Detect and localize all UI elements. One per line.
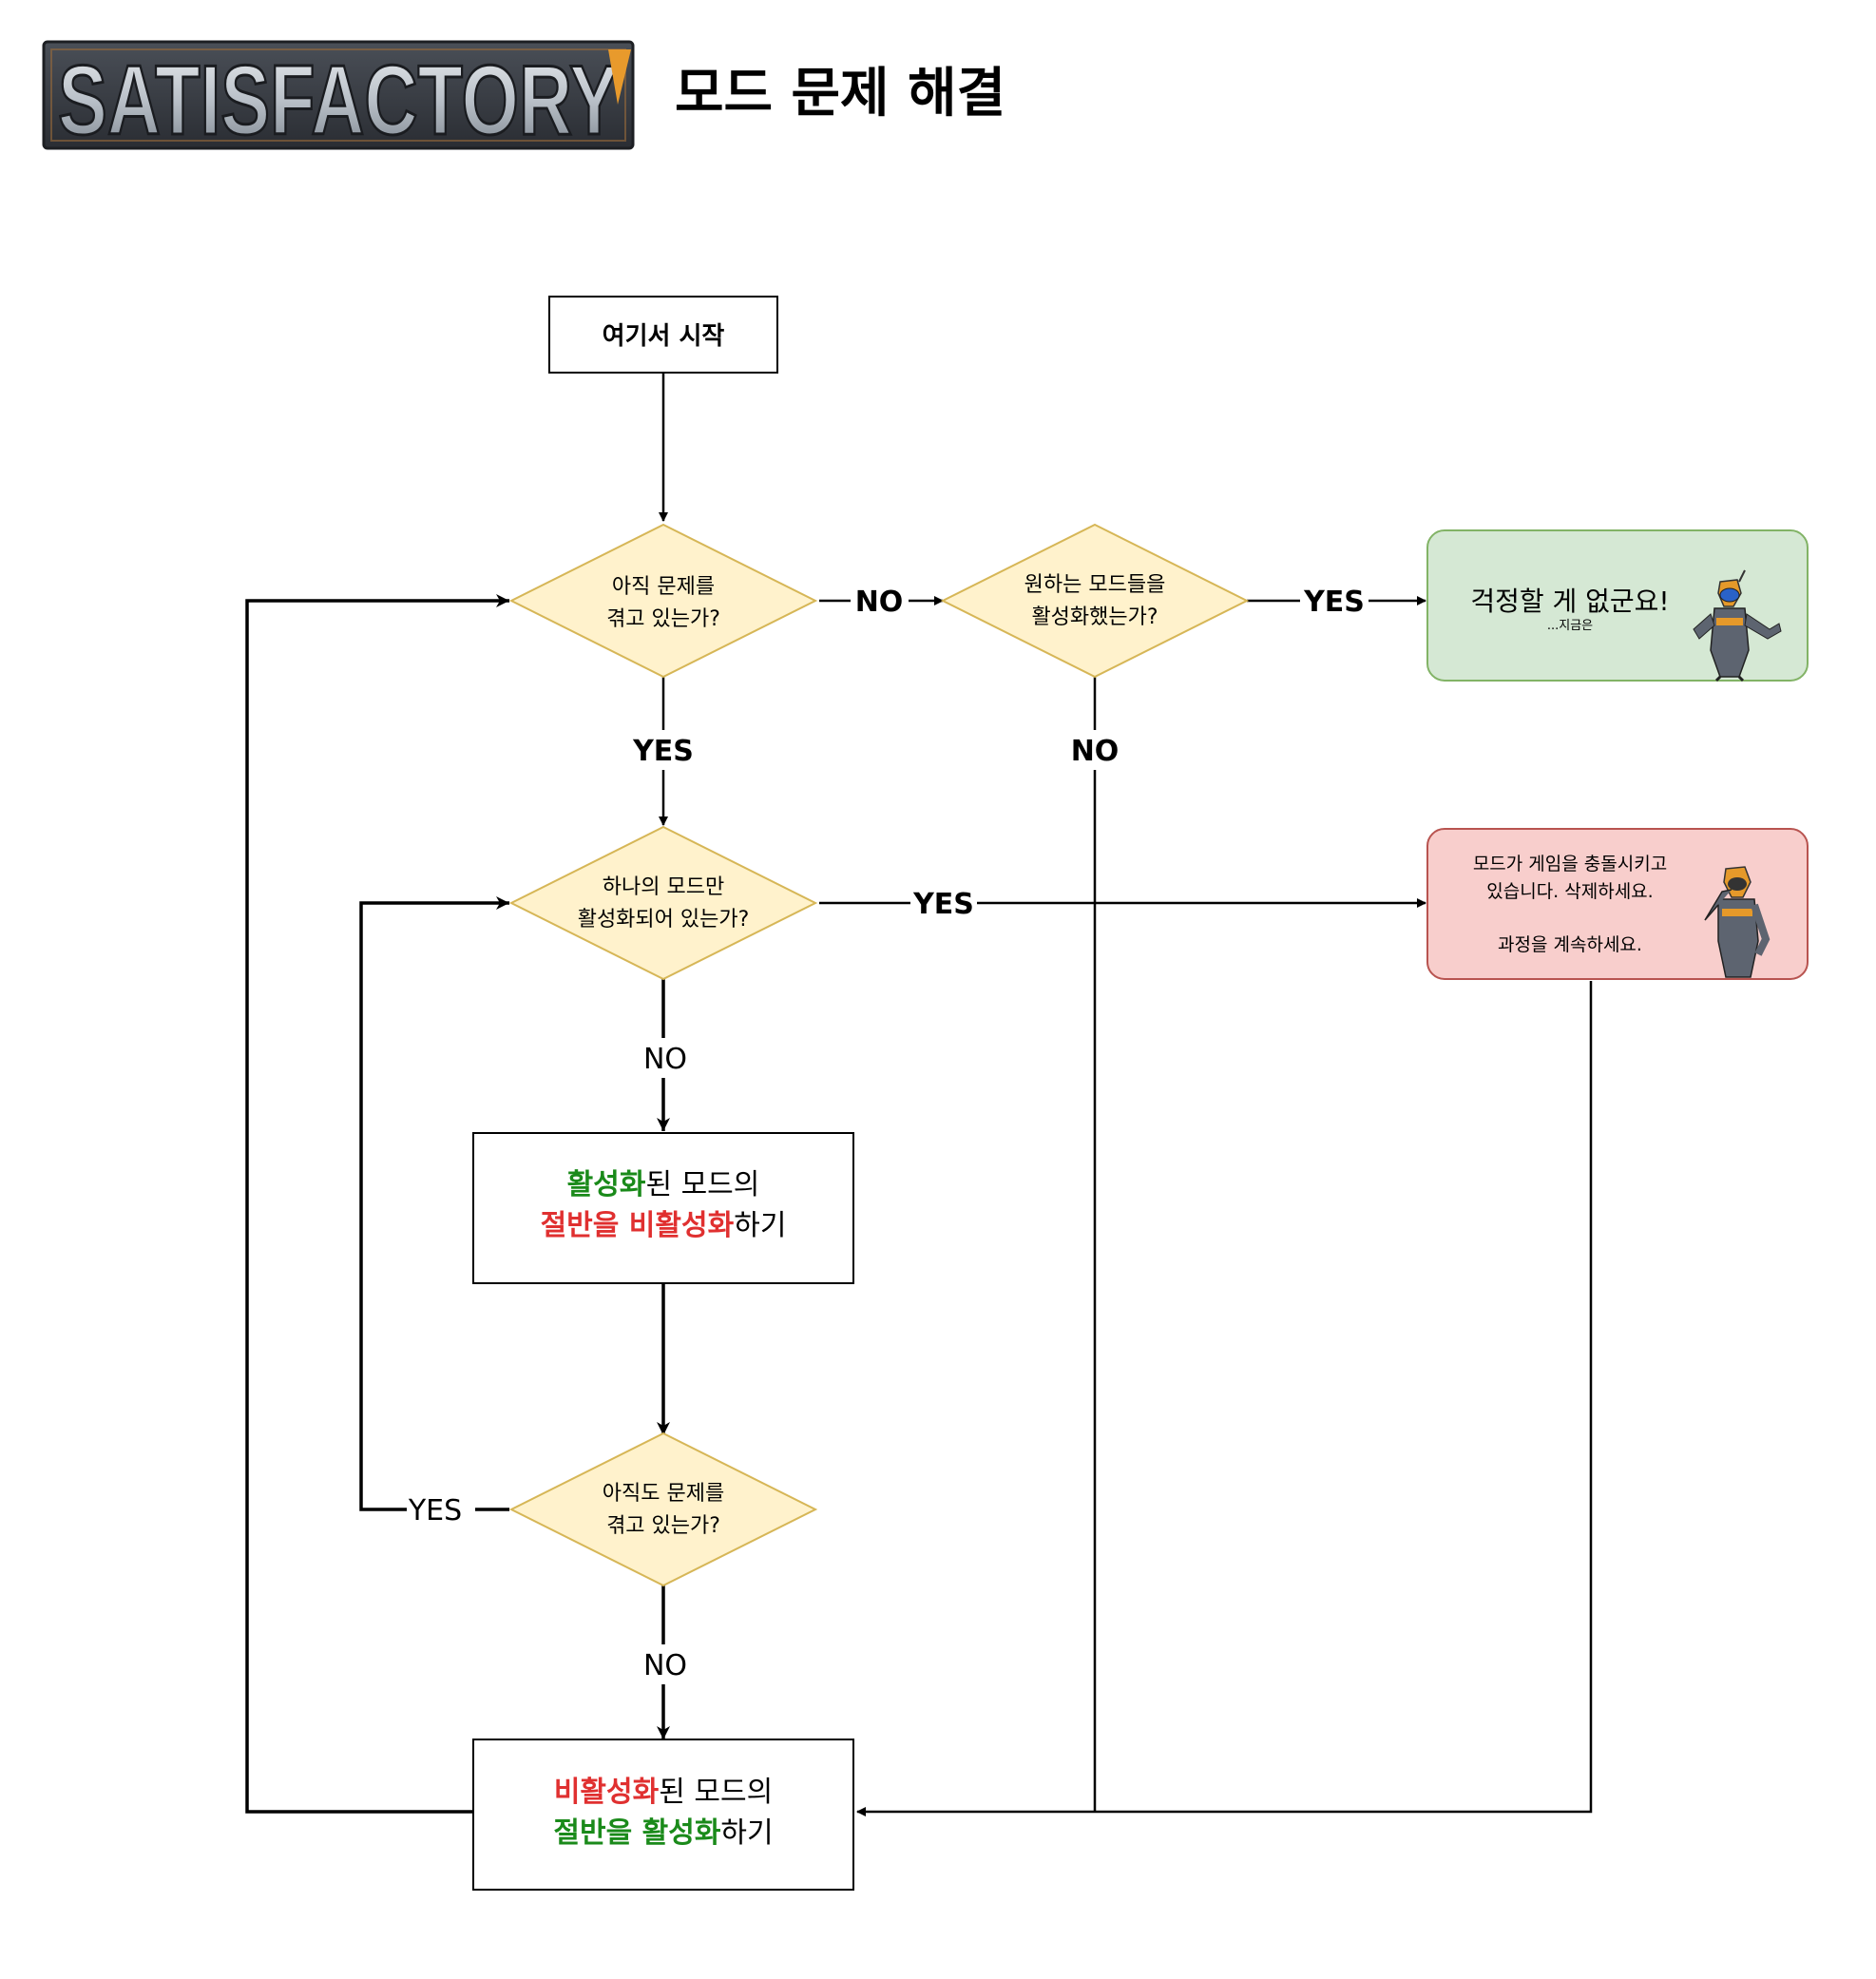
pioneer-character-icon (1704, 866, 1771, 978)
decision-text-line2: 겪고 있는가? (606, 1514, 720, 1538)
edge-label-no: NO (1071, 735, 1120, 768)
decision-text-line1: 원하는 모드들을 (1024, 573, 1166, 597)
decision-text-line1: 아직 문제를 (612, 575, 715, 599)
decision-still-problem: 아직 문제를 겪고 있는가? (508, 523, 818, 679)
decision-text-line2: 활성화했는가? (1031, 605, 1158, 629)
edge-enable-loop-to-q1 (245, 594, 509, 1814)
edge-label-yes: YES (1303, 586, 1365, 619)
decision-text-line2: 활성화되어 있는가? (578, 908, 750, 932)
start-node: 여기서 시작 (548, 296, 778, 374)
pioneer-character-icon (1693, 569, 1782, 682)
process-enable-half: 비활성화된 모드의 절반을 활성화하기 (472, 1739, 854, 1891)
process-text-line1: 비활성화된 모드의 (554, 1776, 773, 1809)
decision-enabled-wanted: 원하는 모드들을 활성화했는가? (940, 523, 1250, 679)
page-title: 모드 문제 해결 (675, 63, 1005, 125)
result-no-worry: 걱정할 게 없군요! ...지금은 (1426, 529, 1809, 682)
process-text-line2: 절반을 비활성화하기 (541, 1209, 787, 1242)
edge-label-no: NO (643, 1649, 687, 1682)
process-text-line1: 활성화된 모드의 (567, 1168, 760, 1201)
satisfactory-logo: SATISFACTORY (42, 40, 635, 158)
edge-labels: NO YES YES NO YES NO YES NO (408, 586, 1365, 1682)
decision-text-line1: 아직도 문제를 (603, 1482, 724, 1506)
edge-q4-yes-loop (359, 896, 509, 1511)
process-disable-half: 활성화된 모드의 절반을 비활성화하기 (472, 1132, 854, 1284)
connectors (245, 374, 1593, 1816)
edge-label-yes: YES (408, 1494, 462, 1527)
edge-label-yes: YES (632, 735, 694, 768)
edge-label-yes: YES (912, 888, 974, 921)
process-text-line2: 절반을 활성화하기 (553, 1816, 773, 1850)
result-subtitle: ...지금은 (1547, 619, 1593, 633)
edge-label-no: NO (855, 586, 904, 619)
logo-text: SATISFACTORY (58, 46, 619, 156)
result-text-line1: 모드가 게임을 충돌시키고 (1473, 854, 1667, 874)
edge-red-to-bottom (856, 981, 1593, 1816)
result-text-line3: 과정을 계속하세요. (1498, 934, 1642, 955)
start-label: 여기서 시작 (603, 322, 725, 351)
decision-one-mod: 하나의 모드만 활성화되어 있는가? (508, 825, 818, 981)
result-text-line2: 있습니다. 삭제하세요. (1486, 881, 1653, 902)
result-mod-crash: 모드가 게임을 충돌시키고 있습니다. 삭제하세요. 과정을 계속하세요. (1426, 828, 1809, 980)
decision-text-line1: 하나의 모드만 (603, 875, 724, 899)
edge-label-no: NO (643, 1043, 687, 1076)
result-title: 걱정할 게 없군요! (1470, 586, 1669, 617)
decision-text-line2: 겪고 있는가? (606, 607, 720, 631)
decision-still-problem-2: 아직도 문제를 겪고 있는가? (508, 1431, 818, 1587)
